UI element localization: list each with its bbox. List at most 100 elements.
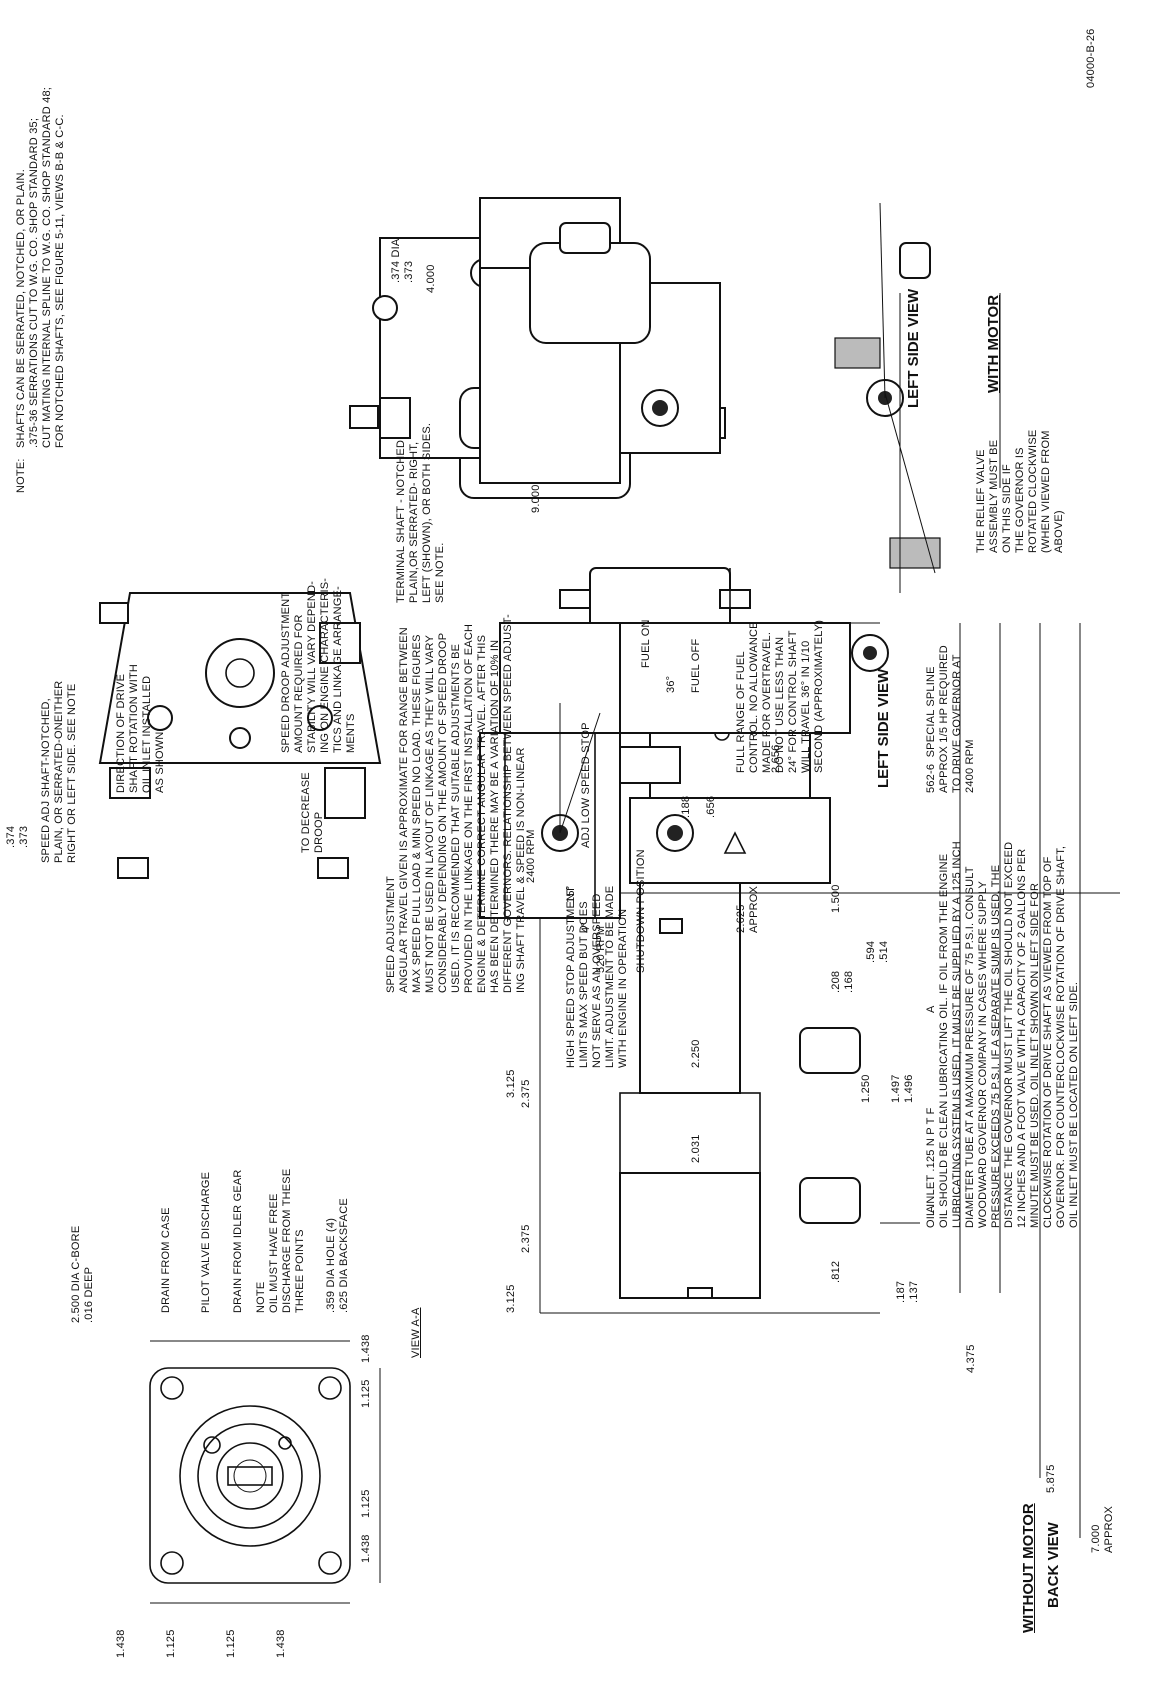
dim-back-1497: 1.497 [890,1074,902,1103]
fuel-on: FUEL ON [640,619,652,668]
dim-back-2250: 2.250 [690,1039,702,1068]
deg-36: 36° [665,675,677,693]
dim-back-514: .514 [878,940,890,963]
view-a-a-drawing [149,1340,381,1604]
spline-1: 562-6 SPECIAL SPLINE [925,666,937,793]
drawing-number: 04000-B-26 [1085,28,1097,89]
fuel-range-5: 24° FOR CONTROL SHAFT [787,630,799,773]
section-a-right: A [925,1005,937,1013]
dim-656: .656 [705,795,717,818]
left-side-view-top-drawing [479,197,1001,593]
relief-valve-1: THE RELIEF VALVE [975,449,987,553]
dim-373: .373 [18,825,30,848]
dim-374: .374 [5,825,17,848]
relief-valve-5: ROTATED CLOCKWISE [1027,429,1039,553]
oil-inlet-1: OIL SHOULD BE CLEAN LUBRICATING OIL. IF … [938,853,950,1228]
top-view-drawing [98,592,382,879]
dim-back-1496: 1.496 [903,1074,915,1103]
note-label: NOTE: [15,458,27,493]
dim-2625: 2.625 [735,904,747,933]
dim-back-7000: 7.000 [1090,1524,1102,1553]
speed-droop-line-5: TICS AND LINKAGE ARRANGE- [332,586,344,753]
fuel-range-6: WILL TRAVEL 36° IN 1/10 [800,640,812,773]
spline-4: 2400 RPM [964,739,976,793]
fuel-range-1: FULL RANGE OF FUEL [735,651,747,773]
dim-a-125-r: 1.125 [360,1379,372,1408]
adj-low-speed-stop: ADJ LOW SPEED STOP [580,722,592,848]
dim-a-125-l: 1.125 [360,1489,372,1518]
high-speed-stop-3: NOT SERVE AS AN OVERSPEED [591,893,603,1068]
dim-back-187: .187 [895,1280,907,1303]
speed-droop-line-1: SPEED DROOP ADJUSTMENT [280,591,292,753]
speed-adj-para-8: HAS BEEN DETERMINED THERE MAY BE A VARIA… [489,639,501,993]
direction-drive-line-3: OIL INLET INSTALLED [141,675,153,793]
dim-2625-approx: APPROX [748,885,760,933]
left-side-view-top-title: LEFT SIDE VIEW [905,288,922,408]
free-discharge-4: THREE POINTS [294,1229,306,1313]
section-a-left: A [925,1205,937,1213]
view-a-a-title: VIEW A-A [410,1307,422,1359]
to-decrease-droop-1: TO DECREASE [300,772,312,853]
speed-adj-shaft-line-3: RIGHT OR LEFT SIDE. SEE NOTE [66,683,78,863]
oil-inlet-7: 12 INCHES AND A FOOT VALVE WITH A CAPACI… [1016,848,1028,1228]
high-speed-stop-4: LIMIT. ADJUSTMENT TO BE MADE [604,885,616,1068]
dim-back-3125-r: 3.125 [505,1069,517,1098]
speed-droop-line-2: AMOUNT REQUIRED FOR [293,614,305,753]
dim-9000: 9.000 [530,484,542,513]
dim-back-2375-r: 2.375 [520,1079,532,1108]
terminal-shaft-line-3: LEFT (SHOWN), OR BOTH SIDES. [421,422,433,603]
dim-back-208: .208 [830,970,842,993]
pilot-valve-discharge: PILOT VALVE DISCHARGE [200,1171,212,1313]
dim-a-125-v1: 1.125 [165,1629,177,1658]
oil-inlet-4: WOODWARD GOVERNOR COMPANY IN CASES WHERE… [977,881,989,1228]
speed-adj-shaft-line-1: SPEED ADJ SHAFT-NOTCHED, [40,698,52,863]
dim-back-1500: 1.500 [830,884,842,913]
dim-a-125-v2: 1.125 [225,1629,237,1658]
without-motor-title: WITHOUT MOTOR [1020,1503,1037,1633]
direction-drive-line-4: AS SHOWN [154,731,166,794]
speed-adj-para-7: ENGINE & DETERMINE CORRECT ANGULAR TRAVE… [476,634,488,993]
dim-back-1250: 1.250 [860,1074,872,1103]
fuel-off: FUEL OFF [690,638,702,693]
speed-adj-para-4: CONSIDERABLY DEPENDING ON THE AMOUNT OF … [437,632,449,993]
c-bore-1: 2.500 DIA C-BORE [70,1225,82,1323]
deg-4: 4° [580,922,592,933]
dim-a-438-v2: 1.438 [275,1629,287,1658]
dim-374-dia: .374 DIA [390,238,402,283]
fuel-range-2: CONTROL. NO ALLOWANCE [748,621,760,773]
dim-back-4375: 4.375 [965,1344,977,1373]
left-side-view-mid-drawing [479,537,941,934]
relief-valve-3: ON THIS SIDE IF [1001,464,1013,553]
dim-a-438-l: 1.438 [360,1534,372,1563]
shutdown-position: SHUTDOWN POSITION [635,849,647,973]
oil-inlet-10: GOVERNOR. FOR COUNTERCLOCKWISE ROTATION … [1055,845,1067,1228]
speed-droop-line-4: ING ON ENGINE CHARACTERIS- [319,577,331,753]
holes-2: .625 DIA BACKSFACE [338,1198,350,1313]
high-speed-stop-1: HIGH SPEED STOP ADJUSTMENT [565,885,577,1068]
note-line-3: CUT MATING INTERNAL SPLINE TO W.G. CO. S… [41,86,53,448]
dim-back-5875: 5.875 [1045,1464,1057,1493]
dim-back-137: .137 [908,1280,920,1303]
fuel-range-7: SECOND (APPROXIMATELY) [813,619,825,773]
rpm-520: 520 RPM [595,925,607,973]
oil-inlet-9: CLOCKWISE ROTATION OF DRIVE SHAFT AS VIE… [1042,856,1054,1228]
dim-2656: 2.656 [770,744,782,773]
relief-valve-6: (WHEN VIEWED FROM [1040,430,1052,553]
dim-back-2031: 2.031 [690,1134,702,1163]
speed-adj-para-2: MAX SPEED FULL LOAD & MIN SPEED NO LOAD.… [411,634,423,993]
oil-inlet-2: LUBRICATING SYSTEM IS USED, IT MUST BE S… [951,841,963,1228]
speed-adj-para-5: USED. IT IS RECOMMENDED THAT SUITABLE AD… [450,643,462,993]
free-discharge-1: NOTE [255,1281,267,1313]
dim-373-dia: .373 [403,260,415,283]
spline-3: TO DRIVE GOVERNOR AT [951,654,963,793]
dim-back-7000-approx: APPROX [1103,1505,1115,1553]
dim-back-2375-l: 2.375 [520,1224,532,1253]
relief-valve-7: ABOVE) [1053,510,1065,553]
dim-back-812: .812 [830,1260,842,1283]
deg-15: 15° [565,885,577,903]
spline-2: APPROX 1/5 HP REQUIRED [938,645,950,793]
speed-droop-line-6: MENTS [345,713,357,754]
terminal-shaft-line-4: SEE NOTE. [434,542,446,603]
speed-adj-para-6: PROVIDED IN THE LINKAGE ON THE FIRST INS… [463,623,475,993]
